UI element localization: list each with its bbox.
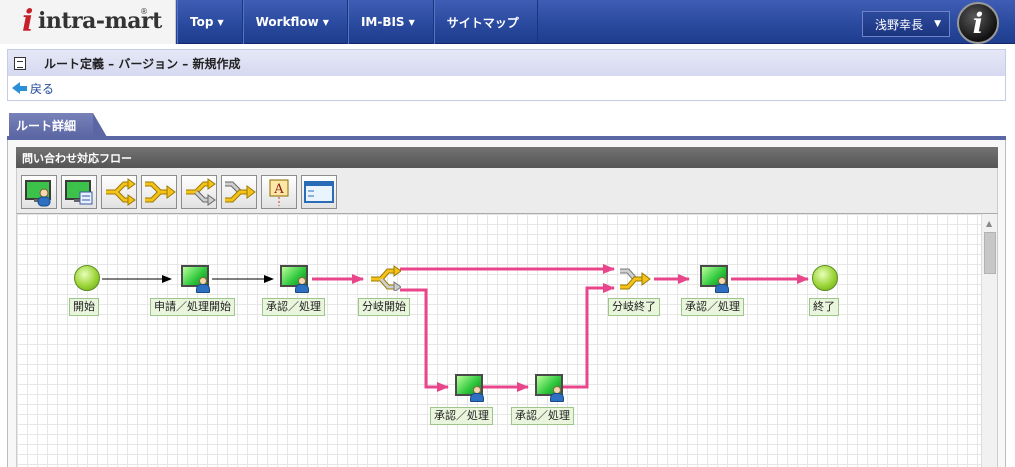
person-icon bbox=[715, 277, 729, 293]
text-annotation-tool-button[interactable]: A bbox=[261, 175, 297, 209]
branch-end-icon bbox=[145, 181, 176, 203]
chevron-down-icon: ▼ bbox=[322, 17, 329, 27]
node-palette-toolbar: A bbox=[16, 168, 998, 214]
back-row: 戻る bbox=[8, 76, 1005, 100]
main-nav: Top▼ Workflow▼ IM-BIS▼ サイトマップ bbox=[177, 0, 538, 44]
node-label-end[interactable]: 終了 bbox=[809, 298, 839, 316]
person-icon bbox=[550, 386, 564, 402]
branch-start-node-icon[interactable] bbox=[369, 265, 401, 291]
nav-im-bis[interactable]: IM-BIS▼ bbox=[347, 0, 434, 44]
flow-edges bbox=[102, 264, 809, 392]
document-icon bbox=[14, 56, 26, 70]
task-node-approve1[interactable] bbox=[280, 265, 310, 293]
nav-sitemap[interactable]: サイトマップ bbox=[433, 0, 538, 44]
text-annotation-glyph: A bbox=[273, 182, 284, 197]
page-title-bar: ルート定義 – バージョン – 新規作成 bbox=[8, 50, 1005, 76]
sync-branch-end-icon bbox=[225, 181, 256, 203]
canvas-vertical-scrollbar[interactable]: ▲ bbox=[981, 214, 997, 467]
edge-branch-bottom bbox=[400, 288, 449, 392]
user-avatar[interactable]: i bbox=[957, 2, 999, 44]
person-icon bbox=[196, 277, 210, 293]
flow-title: 問い合わせ対応フロー bbox=[22, 151, 132, 165]
branch-end-node-icon[interactable] bbox=[619, 265, 651, 291]
chevron-down-icon: ▼ bbox=[934, 19, 941, 29]
route-editor-panel: 問い合わせ対応フロー bbox=[7, 140, 1006, 467]
node-label-approve4[interactable]: 承認／処理 bbox=[681, 298, 744, 316]
edge-approve3-merge bbox=[563, 283, 615, 389]
node-label-approve2[interactable]: 承認／処理 bbox=[430, 407, 493, 425]
sync-branch-start-icon bbox=[186, 178, 216, 206]
chevron-down-icon: ▼ bbox=[217, 17, 224, 27]
person-icon bbox=[470, 386, 484, 402]
chevron-down-icon: ▼ bbox=[408, 17, 415, 27]
node-label-approve3[interactable]: 承認／処理 bbox=[511, 407, 574, 425]
nav-workflow[interactable]: Workflow▼ bbox=[242, 0, 348, 44]
user-task-tool-button[interactable] bbox=[21, 175, 57, 209]
node-label-branch-end[interactable]: 分岐終了 bbox=[608, 298, 660, 316]
user-menu-button[interactable]: 浅野幸長 ▼ bbox=[862, 11, 950, 37]
task-node-apply[interactable] bbox=[181, 265, 211, 293]
person-icon bbox=[295, 277, 309, 293]
branch-end-tool-button[interactable] bbox=[141, 175, 177, 209]
intra-mart-logo[interactable]: i intra-mart ® bbox=[0, 0, 176, 44]
page-header: ルート定義 – バージョン – 新規作成 戻る bbox=[7, 49, 1006, 101]
logo-text: intra-mart bbox=[38, 8, 162, 34]
global-header: i intra-mart ® Top▼ Workflow▼ IM-BIS▼ サイ… bbox=[0, 0, 1015, 44]
window-node-icon bbox=[304, 181, 334, 203]
end-node-icon[interactable] bbox=[812, 265, 838, 291]
window-node-tool-button[interactable] bbox=[301, 175, 337, 209]
scrollbar-thumb[interactable] bbox=[984, 232, 996, 274]
nav-top[interactable]: Top▼ bbox=[177, 0, 243, 44]
sync-branch-end-tool-button[interactable] bbox=[221, 175, 257, 209]
task-node-approve2[interactable] bbox=[455, 374, 485, 402]
logo-mark: i bbox=[22, 4, 34, 39]
logo-registered: ® bbox=[140, 7, 148, 16]
node-label-branch-start[interactable]: 分岐開始 bbox=[358, 298, 410, 316]
back-arrow-icon bbox=[12, 82, 20, 94]
system-task-icon bbox=[65, 180, 93, 205]
system-task-tool-button[interactable] bbox=[61, 175, 97, 209]
back-label: 戻る bbox=[30, 81, 55, 96]
user-task-icon bbox=[25, 180, 51, 207]
flow-title-bar: 問い合わせ対応フロー bbox=[16, 147, 998, 168]
task-node-approve4[interactable] bbox=[700, 265, 730, 293]
branch-start-icon bbox=[106, 178, 136, 206]
tab-underline bbox=[7, 136, 1006, 140]
node-label-apply[interactable]: 申請／処理開始 bbox=[150, 298, 235, 316]
node-label-start[interactable]: 開始 bbox=[69, 298, 99, 316]
sync-branch-start-tool-button[interactable] bbox=[181, 175, 217, 209]
flow-canvas[interactable]: 開始 申請／処理開始 承認／処理 分岐開始 承認／処理 bbox=[16, 214, 998, 467]
back-link[interactable]: 戻る bbox=[12, 80, 54, 97]
branch-start-tool-button[interactable] bbox=[101, 175, 137, 209]
user-name: 浅野幸長 bbox=[875, 17, 924, 32]
scroll-up-icon[interactable]: ▲ bbox=[986, 219, 993, 228]
start-node-icon[interactable] bbox=[74, 265, 100, 291]
tab-route-detail[interactable]: ルート詳細 bbox=[9, 113, 107, 137]
text-annotation-icon: A bbox=[269, 179, 289, 206]
task-node-approve3[interactable] bbox=[535, 374, 565, 402]
page-title: ルート定義 – バージョン – 新規作成 bbox=[44, 56, 241, 71]
node-label-approve1[interactable]: 承認／処理 bbox=[262, 298, 325, 316]
